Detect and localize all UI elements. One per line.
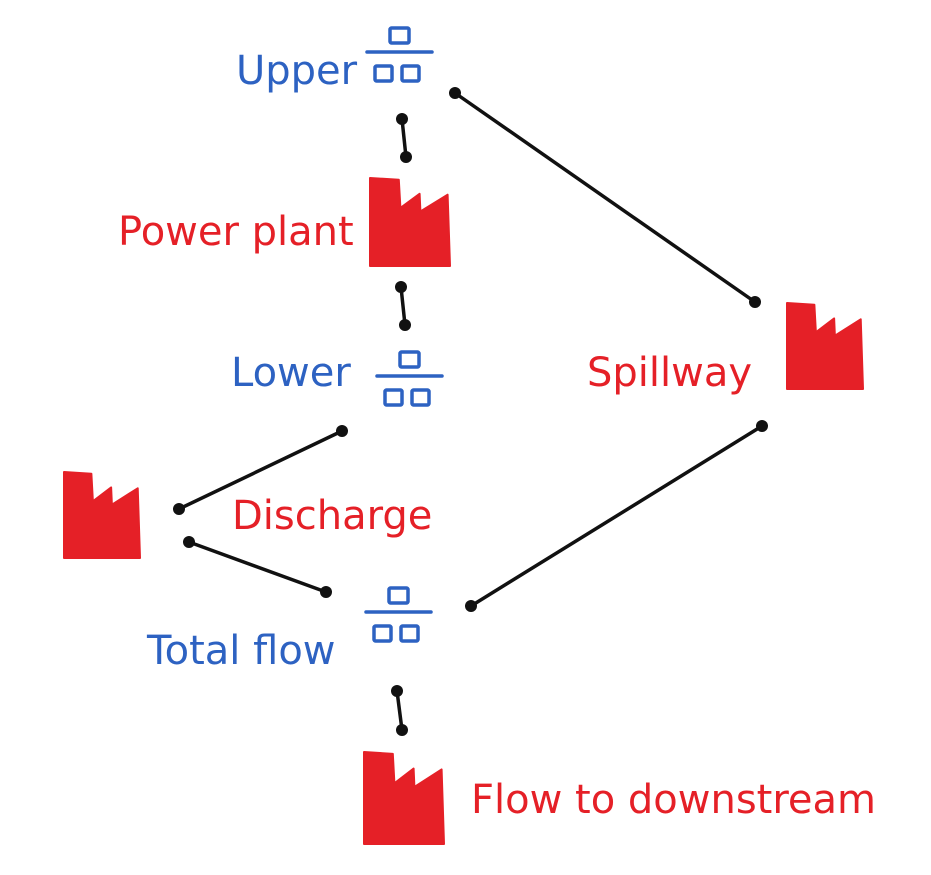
stack-icon	[375, 350, 444, 407]
stock-label-lower: Lower	[231, 350, 351, 396]
unit-power_plant: Power plant	[118, 177, 451, 267]
connector-endpoint	[396, 724, 408, 736]
unit-label-power_plant: Power plant	[118, 209, 354, 255]
connector-endpoint	[399, 319, 411, 331]
connector-endpoint	[391, 685, 403, 697]
connector-endpoint	[336, 425, 348, 437]
stock-label-total_flow: Total flow	[146, 628, 336, 674]
stock-upper: Upper	[236, 26, 434, 94]
unit-downstream: Flow to downstream	[363, 751, 876, 845]
connector-spillway-total_flow	[465, 420, 768, 612]
connector-endpoint	[449, 87, 461, 99]
factory-icon	[363, 751, 445, 845]
connector-discharge-total_flow	[183, 536, 332, 598]
stack-icon	[365, 26, 434, 83]
connector-lower-discharge	[173, 425, 348, 515]
unit-label-discharge: Discharge	[232, 493, 432, 539]
factory-icon	[786, 302, 864, 390]
unit-discharge: Discharge	[63, 471, 432, 559]
connector-endpoint	[173, 503, 185, 515]
connectors	[173, 87, 768, 736]
factory-icon	[63, 471, 141, 559]
stock-lower: Lower	[231, 350, 444, 407]
connector-power_plant-lower	[395, 281, 411, 331]
stack-icon	[364, 586, 433, 643]
connector-endpoint	[465, 600, 477, 612]
stock-total_flow: Total flow	[146, 586, 433, 674]
connector-endpoint	[749, 296, 761, 308]
connector-upper-power_plant	[396, 113, 412, 163]
unit-label-downstream: Flow to downstream	[471, 777, 876, 823]
connector-endpoint	[400, 151, 412, 163]
connector-endpoint	[756, 420, 768, 432]
connector-upper-spillway	[449, 87, 761, 308]
connector-endpoint	[396, 113, 408, 125]
unit-label-spillway: Spillway	[587, 350, 752, 396]
unit-spillway: Spillway	[587, 302, 864, 396]
factory-icon	[369, 177, 451, 267]
connector-endpoint	[183, 536, 195, 548]
connector-total_flow-downstream	[391, 685, 408, 736]
stock-label-upper: Upper	[236, 48, 358, 94]
connector-endpoint	[395, 281, 407, 293]
connector-endpoint	[320, 586, 332, 598]
